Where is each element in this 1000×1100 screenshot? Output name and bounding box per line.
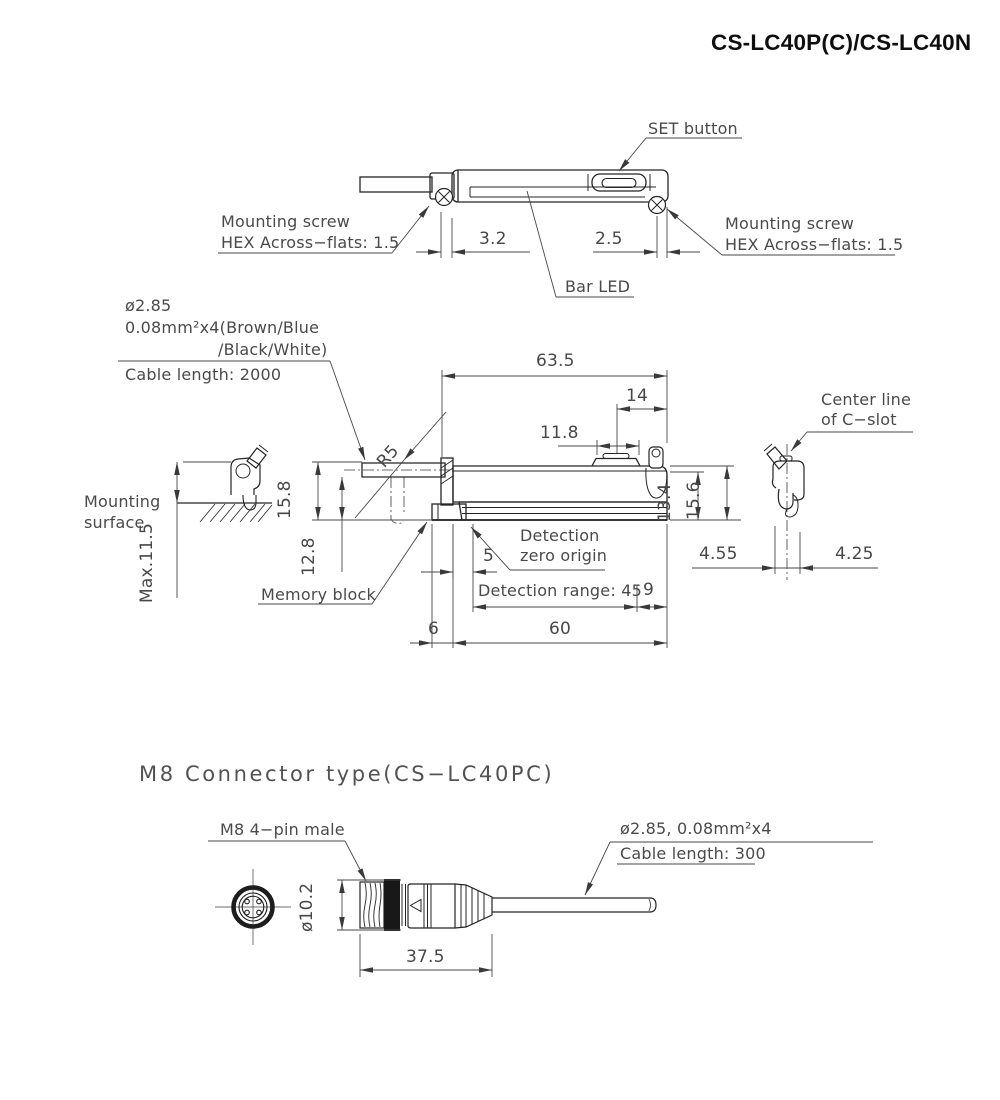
mounting-surface-line1: Mounting bbox=[84, 492, 161, 511]
mounting-surface-line2: surface bbox=[84, 513, 145, 532]
dim-13-4: 13.4 bbox=[655, 483, 675, 522]
cable-wires: 0.08mm²x4(Brown/Blue bbox=[125, 318, 320, 337]
cable-wires-2: /Black/White) bbox=[218, 340, 328, 359]
dim-60: 60 bbox=[549, 619, 572, 639]
connector-section-heading: M8 Connector type(CS−LC40PC) bbox=[139, 762, 555, 786]
detection-range-label: Detection range: 45 bbox=[478, 581, 642, 600]
mounting-screw-label-left: Mounting screw HEX Across−flats: 1.5 bbox=[221, 211, 399, 253]
side-view-centerlines bbox=[344, 444, 788, 580]
right-end-view bbox=[763, 443, 805, 518]
dim-4-55: 4.55 bbox=[699, 544, 738, 564]
detection-zero-line2: zero origin bbox=[520, 546, 608, 565]
mounting-screw-right-line1: Mounting screw bbox=[725, 214, 855, 233]
dim-63-5: 63.5 bbox=[536, 351, 575, 371]
top-view-body bbox=[359, 169, 669, 215]
dim-14: 14 bbox=[626, 386, 649, 406]
top-view-dimensions bbox=[218, 137, 895, 298]
dim-6: 6 bbox=[428, 619, 440, 639]
dim-11-8: 11.8 bbox=[540, 423, 579, 443]
side-view-body bbox=[361, 446, 668, 521]
dim-15-6: 15.6 bbox=[684, 481, 704, 520]
mounting-screw-right-line2: HEX Across−flats: 1.5 bbox=[725, 235, 904, 254]
connector-cable-spec: ø2.85, 0.08mm²x4 bbox=[620, 819, 772, 838]
m8-dimensions bbox=[208, 840, 873, 977]
dim-2-5: 2.5 bbox=[595, 229, 623, 249]
left-end-view bbox=[177, 444, 273, 523]
connector-cable-length: Cable length: 300 bbox=[620, 844, 766, 863]
drawing-title: CS-LC40P(C)/CS-LC40N bbox=[711, 30, 972, 55]
cable-spec-block: ø2.85 0.08mm²x4(Brown/Blue /Black/White) bbox=[125, 295, 327, 361]
center-line-line1: Center line bbox=[821, 390, 912, 409]
m8-pin-label: M8 4−pin male bbox=[220, 820, 345, 839]
memory-block-label: Memory block bbox=[261, 585, 377, 604]
dim-max-11-5: Max.11.5 bbox=[137, 522, 157, 603]
mounting-screw-left-line1: Mounting screw bbox=[221, 212, 351, 231]
dim-5: 5 bbox=[483, 546, 495, 566]
side-view-dimensions bbox=[118, 360, 913, 648]
cable-length-label: Cable length: 2000 bbox=[125, 365, 282, 384]
bar-led-label: Bar LED bbox=[565, 277, 631, 296]
m8-side-view bbox=[359, 879, 657, 931]
mounting-screw-label-right: Mounting screw HEX Across−flats: 1.5 bbox=[725, 213, 903, 255]
center-line-label: Center line of C−slot bbox=[821, 390, 911, 430]
dim-4-25: 4.25 bbox=[835, 544, 874, 564]
dim-dia-10-2: ø10.2 bbox=[297, 882, 317, 932]
dim-37-5: 37.5 bbox=[406, 947, 445, 967]
cable-diameter: ø2.85 bbox=[125, 296, 172, 315]
m8-front-view bbox=[215, 869, 291, 945]
dim-15-8: 15.8 bbox=[275, 480, 295, 519]
center-line-line2: of C−slot bbox=[821, 410, 897, 429]
dim-3-2: 3.2 bbox=[479, 229, 507, 249]
set-button-label: SET button bbox=[648, 119, 738, 138]
dim-12-8: 12.8 bbox=[299, 537, 319, 576]
dim-9: 9 bbox=[643, 580, 655, 600]
detection-zero-line1: Detection bbox=[520, 526, 600, 545]
mounting-surface-label: Mounting surface bbox=[84, 491, 161, 533]
mounting-screw-left-line2: HEX Across−flats: 1.5 bbox=[221, 233, 400, 252]
detection-zero-label: Detection zero origin bbox=[520, 526, 607, 566]
